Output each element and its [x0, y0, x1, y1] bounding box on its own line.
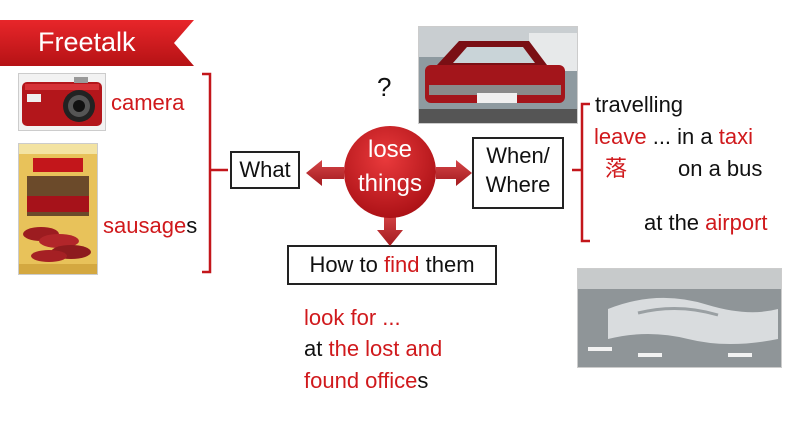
banner-title: Freetalk — [38, 27, 136, 57]
arrow-left — [306, 160, 344, 186]
found-offices-label: found offices — [304, 368, 429, 393]
arrow-down — [377, 214, 403, 246]
sausages-label: sausages — [103, 213, 198, 238]
what-box: What — [230, 151, 300, 189]
leave-taxi-label: leave ... in a taxi — [594, 124, 753, 149]
question-mark: ? — [377, 72, 392, 102]
center-circle — [344, 126, 436, 218]
arrow-right — [436, 160, 472, 186]
camera-image — [18, 73, 106, 131]
lost-and-found-label: at the lost and — [304, 336, 443, 361]
on-a-bus-label: on a bus — [678, 156, 763, 181]
center-diagram — [306, 126, 472, 246]
when-where-box: When/ Where — [472, 137, 564, 209]
how-to-find-box: How to find them — [287, 245, 497, 285]
airport-image — [577, 268, 782, 368]
chinese-char: 落 — [605, 157, 628, 182]
right-bracket — [572, 102, 590, 243]
travelling-label: travelling — [595, 92, 684, 117]
look-for-label: look for ... — [304, 305, 401, 330]
at-the-airport-label: at the airport — [644, 210, 768, 235]
taxi-car-image — [418, 26, 578, 124]
center-text: lose things — [357, 136, 423, 197]
sausage-package-image — [18, 143, 98, 275]
left-bracket — [202, 72, 228, 274]
freetalk-banner — [0, 20, 194, 66]
camera-label: camera — [111, 90, 185, 115]
